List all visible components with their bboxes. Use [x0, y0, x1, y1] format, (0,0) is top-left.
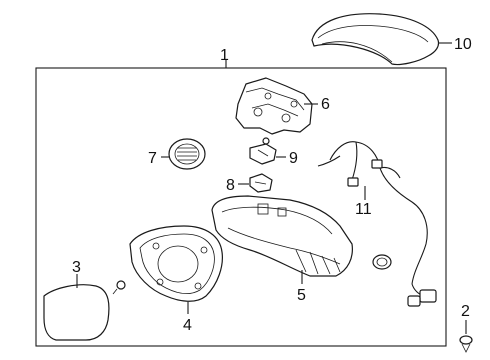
small-screw-icon — [112, 280, 126, 295]
callout-1-label: 1 — [220, 47, 229, 64]
callout-6-label: 6 — [321, 96, 330, 113]
callout-10-label: 10 — [454, 36, 472, 53]
power-motor-bracket — [235, 77, 313, 135]
screw — [459, 335, 473, 353]
callout-11-label: 11 — [355, 201, 372, 218]
callout-9-label: 9 — [289, 150, 298, 167]
mirror-glass — [43, 284, 110, 341]
mirror-housing — [211, 195, 353, 277]
mirror-cover-cap — [311, 13, 440, 66]
callout-5-label: 5 — [297, 287, 306, 304]
callout-2-label: 2 — [461, 303, 470, 320]
clip — [249, 173, 273, 193]
glass-backing-plate — [129, 225, 223, 302]
callout-3-label: 3 — [72, 259, 81, 276]
wiring-harness — [317, 141, 437, 307]
callout-7-label: 7 — [148, 150, 157, 167]
blind-spot-lamp — [168, 138, 206, 170]
assembly-boundary-box — [35, 67, 447, 347]
callout-8-label: 8 — [226, 177, 235, 194]
connector — [249, 143, 277, 165]
callout-4-label: 4 — [183, 317, 192, 334]
